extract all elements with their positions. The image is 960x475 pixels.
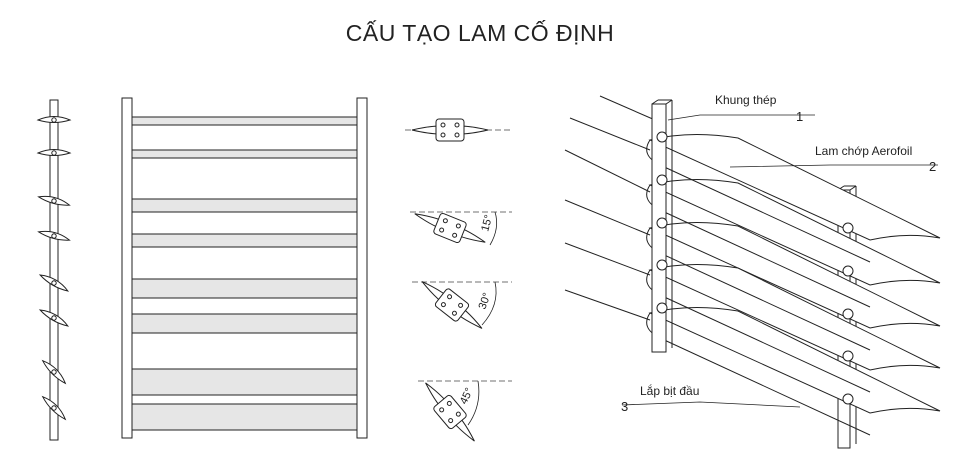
diagram-title: CẤU TẠO LAM CỐ ĐỊNH (345, 20, 615, 46)
callout-3-number: 3 (621, 399, 628, 414)
side-section-view (37, 99, 71, 441)
angle-30-label: 30° (477, 291, 494, 311)
angle-15-label: 15° (479, 214, 495, 233)
callout-2-label: Lam chớp Aerofoil (815, 144, 912, 158)
angle-45-label: 45° (458, 386, 476, 406)
callout-1-label: Khung thép (715, 93, 777, 107)
clip-angle-details: 15° 30° 45° (405, 118, 512, 449)
callout-lines (621, 114, 938, 408)
callout-3-label: Lắp bịt đầu (640, 383, 699, 398)
front-elevation (121, 97, 368, 439)
isometric-assembly (564, 95, 941, 449)
callout-1-number: 1 (796, 109, 803, 124)
callout-2-number: 2 (929, 159, 936, 174)
